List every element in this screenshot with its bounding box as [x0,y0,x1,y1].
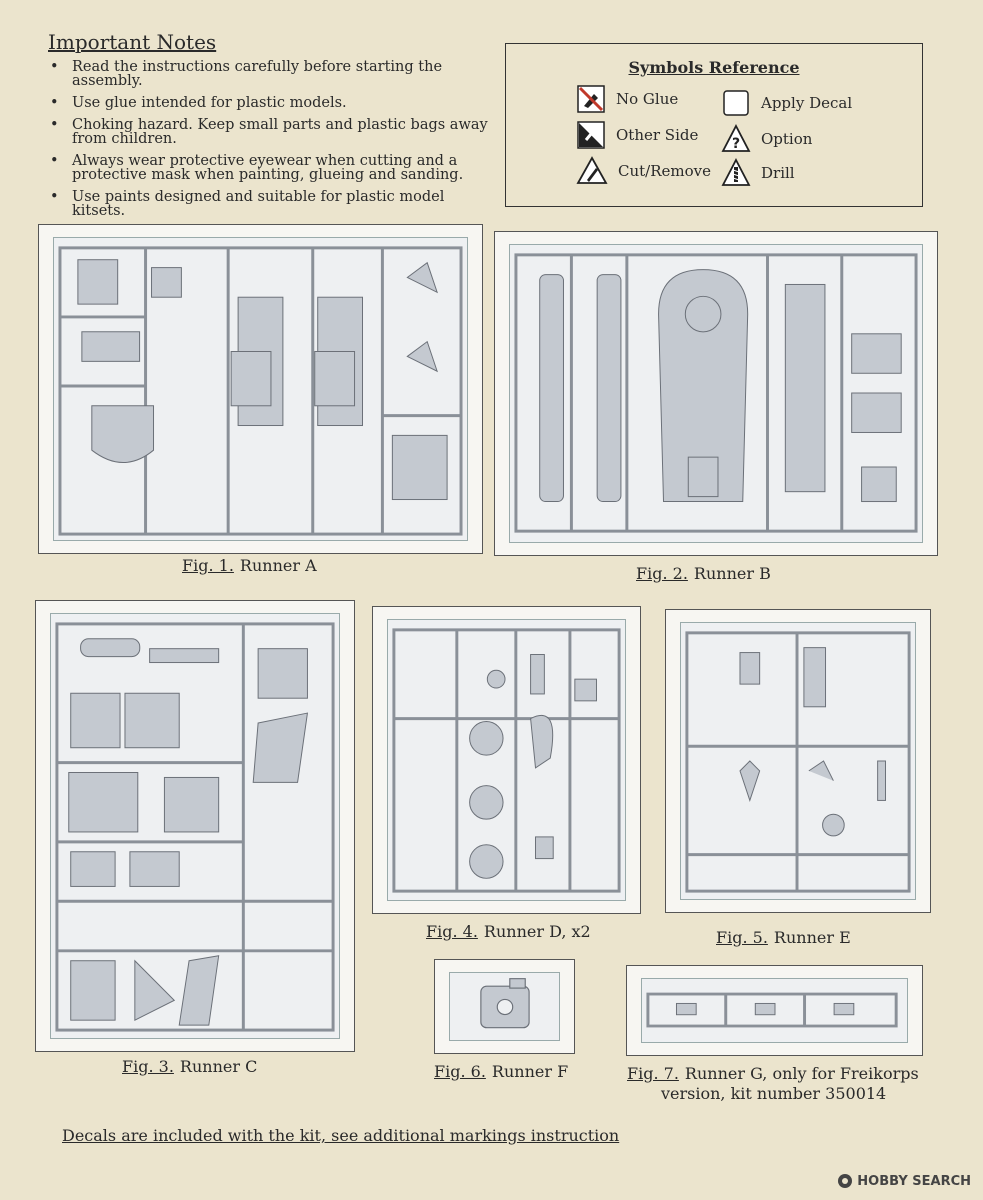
option-icon: ? [721,124,751,152]
watermark: HOBBY SEARCH [837,1173,971,1189]
runner-b-panel [494,231,938,556]
symbol-option: ? Option [721,124,812,154]
runner-a-sprue [53,237,468,541]
symbol-drill: Drill [721,158,795,188]
runner-g-caption: Fig. 7.Runner G, only for Freikorps vers… [627,1064,919,1103]
runner-a-panel [38,224,483,554]
runner-a-caption: Fig. 1.Runner A [182,556,317,575]
notes-title: Important Notes [48,30,217,54]
runner-e-panel [665,609,931,913]
notes-list: Read the instructions carefully before s… [48,60,488,226]
note-item: Use glue intended for plastic models. [48,96,488,111]
symbol-no-glue: No Glue [576,84,678,114]
symbols-title: Symbols Reference [628,58,800,77]
decals-note: Decals are included with the kit, see ad… [62,1126,620,1145]
note-item: Always wear protective eyewear when cutt… [48,154,488,183]
apply-decal-icon [723,90,749,116]
runner-b-sprue [509,244,923,543]
svg-text:?: ? [732,136,740,152]
note-item: Read the instructions carefully before s… [48,60,488,89]
symbol-cut-remove: Cut/Remove [576,156,711,186]
runner-c-caption: Fig. 3.Runner C [122,1057,258,1076]
other-side-icon [577,121,605,149]
runner-d-sprue [387,619,626,901]
runner-c-sprue [50,613,340,1039]
runner-e-caption: Fig. 5.Runner E [716,928,851,947]
symbol-apply-decal: Apply Decal [721,88,852,118]
runner-g-sprue [641,978,908,1043]
runner-f-caption: Fig. 6.Runner F [434,1062,569,1081]
runner-f-panel [434,959,575,1054]
runner-d-panel [372,606,641,914]
runner-f-sprue [449,972,560,1041]
drill-icon [721,158,751,186]
runner-d-caption: Fig. 4.Runner D, x2 [426,922,591,941]
note-item: Choking hazard. Keep small parts and pla… [48,118,488,147]
runner-e-sprue [680,622,916,900]
cut-remove-icon [576,156,608,184]
hobby-search-logo-icon [838,1174,853,1188]
runner-b-caption: Fig. 2.Runner B [636,564,771,583]
note-item: Use paints designed and suitable for pla… [48,190,488,219]
no-glue-icon [577,85,605,113]
runner-c-panel [35,600,355,1052]
symbols-reference: Symbols Reference No Glue Apply Decal Ot… [505,43,923,207]
runner-g-panel [626,965,923,1056]
symbol-other-side: Other Side [576,120,698,150]
